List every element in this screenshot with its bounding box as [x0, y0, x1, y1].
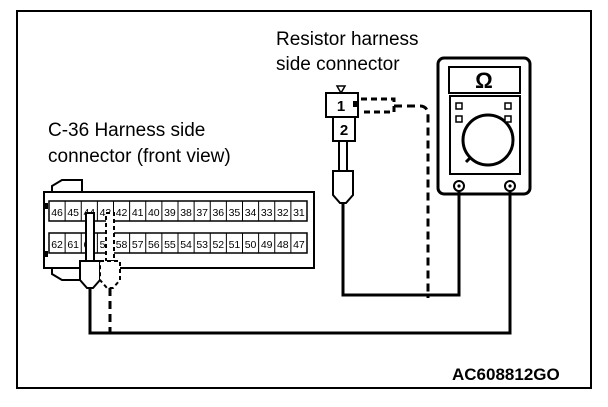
ohmmeter-display	[448, 66, 521, 94]
c36-probe-solid-grip	[79, 260, 101, 289]
c36-terminal-40: 40	[148, 207, 160, 219]
c36-terminal-53: 53	[196, 239, 208, 251]
c36-label-line1: C-36 Harness side	[48, 120, 206, 141]
c36-terminal-38: 38	[180, 207, 192, 219]
c36-terminal-31: 31	[293, 207, 305, 219]
c36-terminal-55: 55	[164, 239, 176, 251]
c36-terminal-54: 54	[180, 239, 192, 251]
c36-probe-dashed-grip	[99, 260, 121, 289]
c36-terminal-39: 39	[164, 207, 176, 219]
c36-terminal-42: 42	[116, 207, 128, 219]
resistor-pin-2-label: 2	[340, 122, 348, 139]
wires	[88, 191, 512, 335]
resistor-connector-mark	[335, 85, 347, 95]
c36-terminal-41: 41	[132, 207, 144, 219]
c36-terminal-46: 46	[51, 207, 63, 219]
c36-label-line2: connector (front view)	[48, 146, 231, 167]
c36-terminal-33: 33	[261, 207, 273, 219]
c36-terminal-58: 58	[116, 239, 128, 251]
resistor-dashed-probe	[361, 97, 430, 298]
c36-terminal-34: 34	[245, 207, 257, 219]
resistor-label-line2: side connector	[276, 54, 400, 75]
wire-c36-to-meter	[88, 191, 512, 335]
outer-frame	[16, 10, 592, 389]
ohmmeter: Ω	[436, 56, 532, 196]
c36-terminal-32: 32	[277, 207, 289, 219]
c36-terminal-47: 47	[293, 239, 305, 251]
wire-resistor-to-meter	[341, 191, 461, 297]
c36-terminal-57: 57	[132, 239, 144, 251]
c36-probes	[79, 212, 121, 289]
resistor-probe-grip	[332, 170, 354, 204]
c36-terminal-35: 35	[229, 207, 241, 219]
c36-terminal-50: 50	[245, 239, 257, 251]
ohmmeter-dial	[461, 113, 515, 167]
resistor-label-line1: Resistor harness	[276, 29, 419, 50]
c36-terminal-56: 56	[148, 239, 160, 251]
c36-terminal-45: 45	[67, 207, 79, 219]
figure-code: AC608812GO	[452, 365, 560, 384]
c36-terminal-52: 52	[212, 239, 224, 251]
c36-probe-dashed	[105, 212, 115, 262]
c36-terminal-62: 62	[51, 239, 63, 251]
c36-terminal-48: 48	[277, 239, 289, 251]
c36-terminal-37: 37	[196, 207, 208, 219]
resistor-probe	[332, 140, 354, 204]
c36-terminal-36: 36	[212, 207, 224, 219]
c36-terminal-61: 61	[67, 239, 79, 251]
c36-probe-solid	[85, 212, 95, 262]
c36-terminal-51: 51	[229, 239, 241, 251]
c36-latch-bottom	[51, 267, 83, 281]
c36-terminal-43: 43	[100, 207, 112, 219]
resistor-pin-1-label: 1	[337, 98, 345, 115]
ohm-symbol: Ω	[475, 68, 493, 93]
c36-terminal-49: 49	[261, 239, 273, 251]
resistor-probe-tip	[338, 140, 348, 172]
resistor-connector: 1 2	[325, 85, 359, 142]
c36-latch-top	[51, 179, 83, 193]
